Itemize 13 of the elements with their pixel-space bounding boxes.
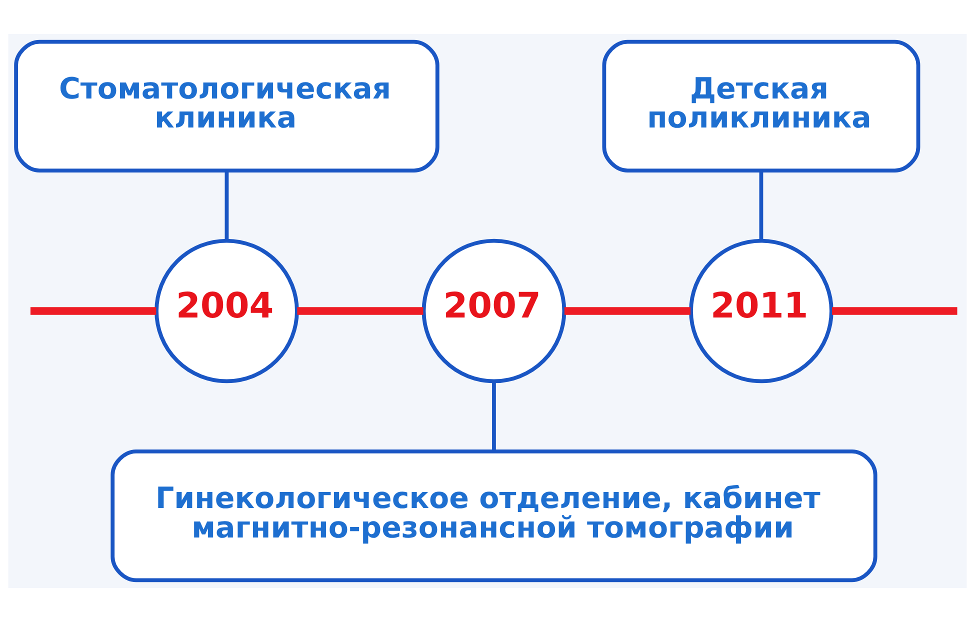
node-circle: 2004 — [154, 238, 299, 384]
connector — [492, 382, 496, 451]
node-box: Детская поликлиника — [602, 40, 920, 172]
connector — [759, 170, 764, 240]
connector — [297, 307, 424, 315]
connector — [224, 170, 229, 240]
node-box: Гинекологическое отделение, кабинет магнитно-резонансной томографии — [110, 450, 878, 582]
connector — [832, 307, 958, 315]
connector — [30, 307, 156, 315]
node-circle: 2011 — [689, 238, 834, 384]
connector — [564, 307, 690, 315]
node-box: Стоматологическая клиника — [14, 40, 440, 172]
node-circle: 2007 — [422, 238, 566, 384]
